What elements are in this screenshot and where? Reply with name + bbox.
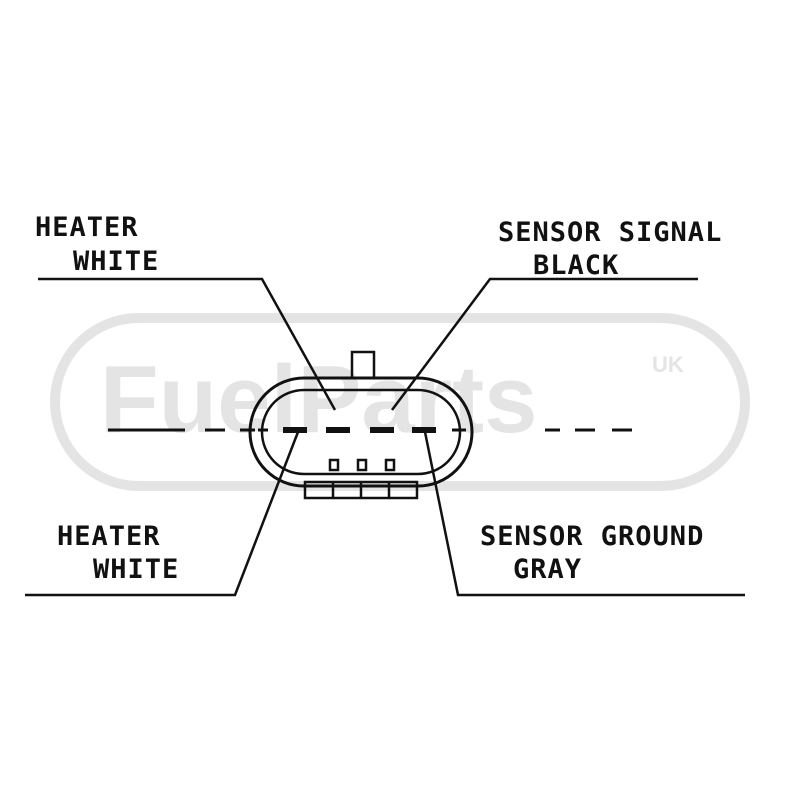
label-bottom-left-line1: HEATER	[57, 521, 161, 552]
leader-top-right	[390, 277, 698, 411]
label-top-right: SENSOR SIGNAL BLACK	[498, 217, 722, 281]
label-top-left-line2: WHITE	[73, 246, 159, 277]
connector-inner-shell	[260, 388, 462, 476]
watermark-region: UK	[652, 352, 684, 377]
connector-key	[384, 458, 396, 472]
leader-top-left	[38, 277, 337, 411]
leader-lines	[25, 277, 745, 597]
label-bottom-left-line2: WHITE	[93, 554, 179, 585]
watermark-brand: FuelParts	[100, 346, 537, 453]
label-top-right-line1: SENSOR SIGNAL	[498, 217, 722, 248]
label-bottom-left: HEATER WHITE	[57, 521, 179, 585]
label-bottom-right: SENSOR GROUND GRAY	[480, 521, 704, 585]
watermark: FuelParts UK	[50, 313, 750, 491]
leader-bottom-left	[25, 431, 300, 597]
connector-key	[328, 458, 340, 472]
connector-key	[356, 458, 368, 472]
label-bottom-right-line2: GRAY	[513, 554, 582, 585]
connector	[248, 350, 474, 500]
label-top-right-line2: BLACK	[533, 250, 619, 281]
label-top-left-line1: HEATER	[35, 212, 139, 243]
label-bottom-right-line1: SENSOR GROUND	[480, 521, 704, 552]
label-top-left: HEATER WHITE	[35, 212, 159, 277]
leader-bottom-right	[423, 431, 745, 597]
